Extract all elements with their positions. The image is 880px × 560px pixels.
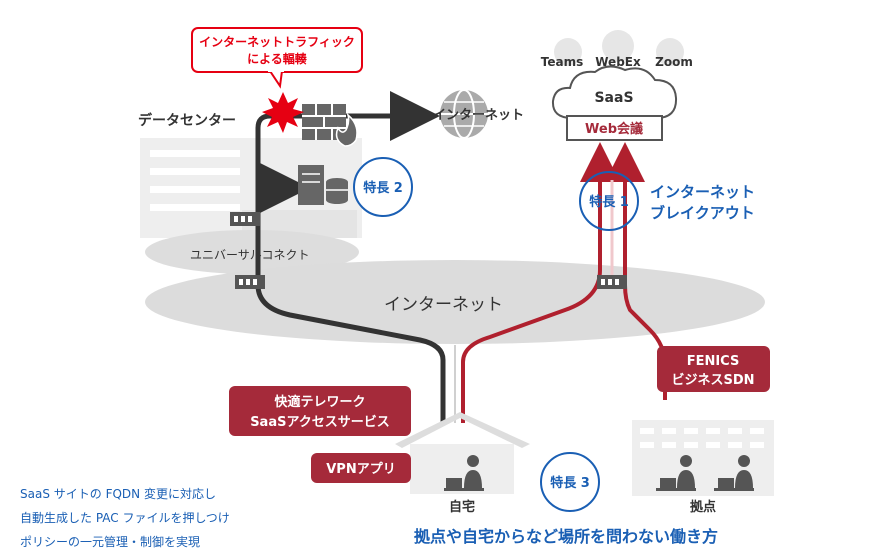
web-meeting-box	[566, 115, 663, 141]
headline: 拠点や自宅からなど場所を問わない働き方	[414, 527, 718, 546]
person-icon	[656, 455, 696, 491]
office-building	[632, 420, 774, 496]
note-line2: 自動生成した PAC ファイルを押しつけ	[20, 511, 230, 525]
service-line1: 快適テレワーク	[274, 394, 365, 410]
feature-1-badge	[579, 171, 639, 231]
datacenter-label: データセンター	[138, 112, 236, 129]
server-icon	[298, 165, 348, 205]
congestion-callout	[191, 27, 363, 89]
alert-burst-icon	[262, 92, 304, 133]
fenics-line1: FENICS	[687, 354, 740, 369]
feature-1-label: 特長 1	[589, 194, 629, 210]
vpn-box	[311, 453, 411, 483]
gear-icon	[554, 30, 684, 66]
home-label: 自宅	[449, 499, 475, 515]
feature-3-label: 特長 3	[550, 475, 590, 491]
firewall-icon	[302, 104, 358, 147]
office-label: 拠点	[690, 499, 716, 515]
web-meeting-label: Web会議	[585, 121, 643, 137]
router-icon	[597, 275, 627, 289]
note-line3: ポリシーの一元管理・制御を実現	[20, 534, 200, 549]
universal-connect-zone	[145, 230, 359, 274]
internet-cloud-label: インターネット	[384, 295, 503, 315]
saas-cloud	[551, 65, 678, 119]
router-icon	[230, 212, 260, 226]
service-box	[229, 386, 411, 436]
person-icon	[444, 455, 484, 491]
service-line2: SaaSアクセスサービス	[250, 414, 390, 430]
fenics-line2: ビジネスSDN	[671, 372, 754, 388]
feature-2-label: 特長 2	[363, 180, 403, 196]
breakout-line2: ブレイクアウト	[650, 204, 755, 222]
universal-connect-label: ユニバーサルコネクト	[190, 248, 310, 262]
callout-line1: インターネットトラフィック	[199, 35, 355, 49]
router-icon	[235, 275, 265, 289]
globe-icon	[440, 89, 488, 139]
saas-app-zoom: Zoom	[655, 55, 693, 69]
home-building	[395, 412, 530, 494]
saas-app-webex: WebEx	[595, 55, 641, 69]
feature-3-badge	[540, 452, 600, 512]
internet-top-label: インターネット	[433, 108, 524, 123]
note-line1: SaaS サイトの FQDN 変更に対応し	[20, 486, 216, 501]
fenics-box	[657, 346, 770, 392]
breakout-line1: インターネット	[650, 183, 755, 201]
vpn-label: VPNアプリ	[326, 462, 395, 477]
feature-2-badge	[353, 157, 413, 217]
callout-line2: による輻輳	[247, 51, 308, 66]
saas-label: SaaS	[594, 90, 633, 106]
vpn-path-line	[255, 91, 446, 423]
saas-app-teams: Teams	[541, 55, 583, 69]
person-icon	[714, 455, 754, 491]
